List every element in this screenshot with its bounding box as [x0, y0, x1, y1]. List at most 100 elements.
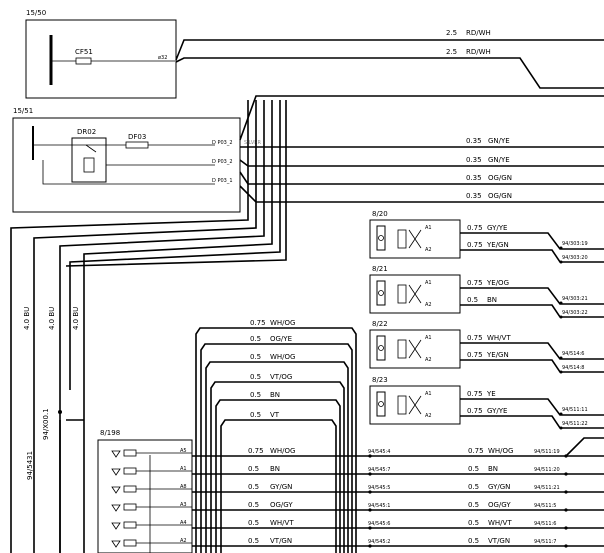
mid-wire-gauge: 0.5	[250, 391, 261, 399]
relay-pin-1: D P03_2	[212, 140, 233, 146]
connector-pin: A8	[180, 484, 187, 490]
valve-triangle-icon	[111, 540, 121, 548]
sensor-element-icon	[376, 225, 386, 251]
sensor-cross-icon	[408, 284, 422, 304]
sensor-dest: 94/303:22	[562, 310, 588, 316]
mid-wire-color: VT/OG	[270, 373, 292, 381]
splice-label-left: 94/5431	[26, 451, 34, 480]
top-wire-1-color: RD/WH	[466, 29, 491, 37]
vertical-wire-4	[83, 100, 273, 553]
vertical-wire-3-label: 4.0 BU	[72, 307, 80, 330]
sensor-pin-b: A2	[425, 357, 432, 363]
sensor-ref: 8/23	[372, 376, 388, 384]
sensor-wire-color: YE	[486, 390, 496, 398]
relay-wires: 0.35 GN/YE 0.35 GN/YE 0.35 OG/GN 0.35 OG…	[239, 95, 604, 203]
sensor-cross-icon	[408, 395, 422, 415]
sensor-wire-a	[460, 287, 604, 305]
sensor-wire-b	[460, 415, 604, 429]
mid-wire-gauge: 0.75	[250, 319, 266, 327]
fuse-box-outline	[25, 19, 177, 99]
relay-pin-3: D P03_1	[212, 178, 233, 184]
sensor-pin-b: A2	[425, 302, 432, 308]
mid-wire-color: WH/OG	[270, 319, 295, 327]
vertical-wire-1-label: 4.0 BU	[23, 307, 31, 330]
valve-triangle-icon	[111, 522, 121, 530]
sensor-dot-icon	[378, 401, 384, 407]
relay-pin-2: D P03_2	[212, 159, 233, 165]
sensor-wire-b	[460, 249, 604, 263]
mid-wire	[215, 399, 341, 553]
sensor-pin-b: A2	[425, 413, 432, 419]
valve-triangle-icon	[111, 486, 121, 494]
sensor-wire-a	[460, 398, 604, 416]
sensor-dest-node	[559, 301, 563, 305]
sensor-dest-node	[559, 246, 563, 250]
vertical-wire-2-label: 4.0 BU	[48, 307, 56, 330]
sensor-wire-gauge: 0.5	[467, 296, 478, 304]
sensor-wire-color: YE/OG	[486, 279, 509, 287]
sensor-wire-gauge: 0.75	[467, 241, 483, 249]
sensor-dest-node	[559, 370, 563, 374]
top-wire-2-gauge: 2.5	[446, 48, 457, 56]
bottom-color-2: OG/GY	[488, 501, 511, 509]
sensor-wire-a	[460, 232, 604, 250]
sensor-wire-b	[460, 359, 604, 373]
mid-wire-gauge: 0.5	[250, 353, 261, 361]
fuse-box-15-50: 15/50 CF51 ø32	[25, 9, 177, 99]
sensor-outline	[369, 329, 461, 369]
fuse-df03-label: DF03	[128, 133, 146, 141]
relay-coil-icon	[83, 157, 95, 173]
mid-wire	[210, 381, 345, 553]
relay-dr02-label: DR02	[77, 128, 96, 136]
valve-triangle-icon	[111, 450, 121, 458]
sensor-element-icon	[376, 335, 386, 361]
bottom-dest-node	[564, 526, 568, 530]
bottom-mid-ref: 94/545:4	[368, 449, 390, 455]
bottom-color-2: VT/GN	[488, 537, 510, 545]
bottom-mid-node	[368, 472, 372, 476]
valve-coil-icon	[123, 503, 137, 511]
mid-wire-color: WH/OG	[270, 353, 295, 361]
sensor-wire-color: BN	[487, 296, 497, 304]
mid-wire	[195, 327, 357, 553]
relay-dr02-outline	[71, 137, 107, 183]
sensor-wire-b	[460, 304, 604, 318]
top-wire-2	[175, 57, 604, 89]
sensor-dest-node	[559, 426, 563, 430]
sensor-dest: 94/514:6	[562, 351, 584, 357]
top-wire-1	[175, 39, 604, 61]
top-wire-2-color: RD/WH	[466, 48, 491, 56]
sensor-cross-icon	[408, 229, 422, 249]
sensor-ref: 8/20	[372, 210, 388, 218]
valve-coil-icon	[123, 539, 137, 547]
sensor-ref: 8/21	[372, 265, 388, 273]
bottom-color-2: BN	[488, 465, 498, 473]
top-wires: 2.5 RD/WH 2.5 RD/WH	[175, 29, 604, 89]
relay-box-outline	[12, 117, 241, 213]
silver-tag: SILVER	[244, 140, 261, 146]
sensor-dest: 94/303:21	[562, 296, 588, 302]
relay-wire-2	[239, 159, 604, 167]
connector-outline	[97, 439, 193, 553]
fuse-cf51-symbol	[75, 57, 92, 65]
bottom-mid-ref: 94/545:6	[368, 521, 390, 527]
bottom-gauge-2: 0.5	[468, 537, 479, 545]
bottom-mid-node	[368, 490, 372, 494]
fuse-df03-symbol	[125, 141, 149, 149]
sensor-dest: 94/511:22	[562, 421, 588, 427]
relay-wire-3	[239, 171, 604, 185]
bottom-gauge-2: 0.5	[468, 465, 479, 473]
sensor-dest-node	[559, 412, 563, 416]
sensor-pin-a: A1	[425, 335, 432, 341]
bottom-dest-node	[564, 472, 568, 476]
sensor-bracket-icon	[397, 395, 407, 415]
bottom-color: GY/GN	[270, 483, 292, 491]
